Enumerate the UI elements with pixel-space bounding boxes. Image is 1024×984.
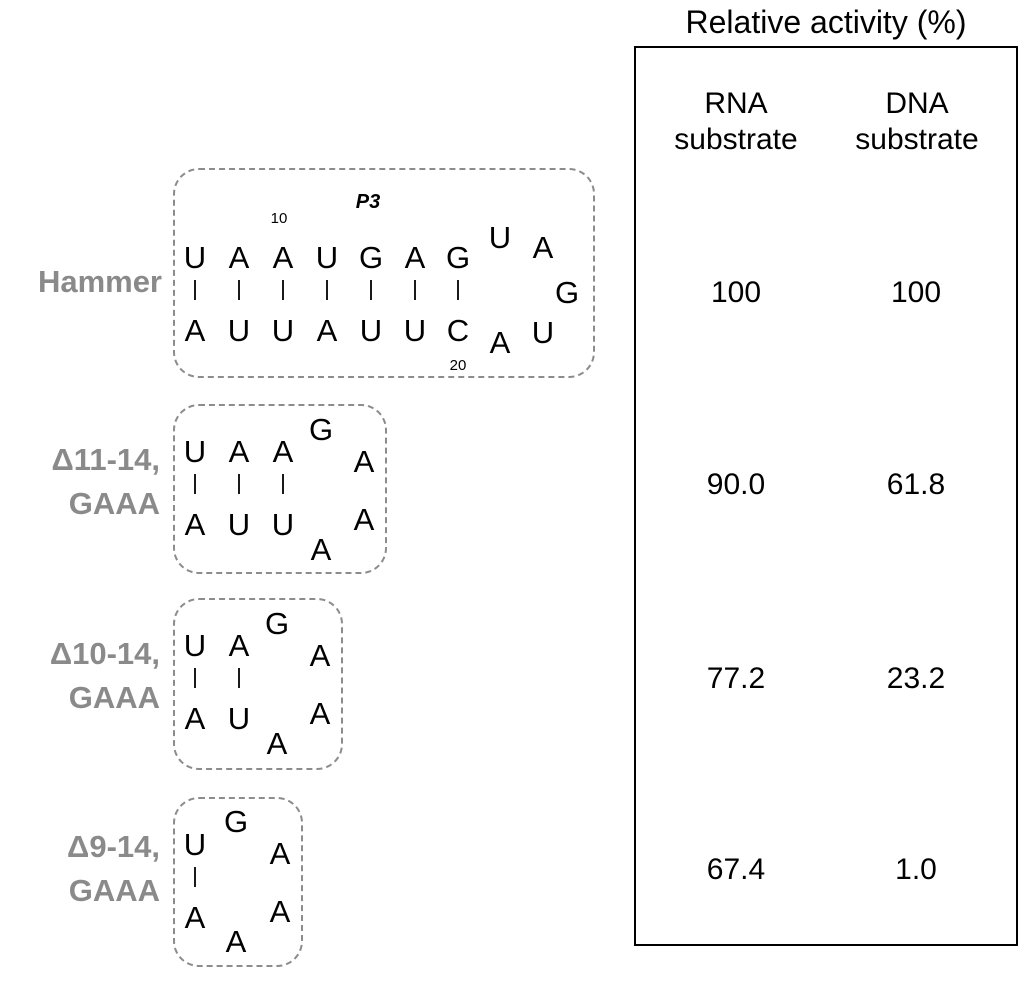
nucleotide-top: G [359, 240, 383, 275]
loop-nucleotide: G [309, 412, 333, 447]
position-label-bottom: 20 [450, 357, 467, 374]
structure-frame-hammer [173, 168, 595, 378]
nucleotide-top: U [184, 827, 206, 862]
loop-nucleotide: A [267, 726, 288, 761]
nucleotide-bottom: A [185, 900, 206, 935]
table-cell-rna: 100 [710, 276, 762, 309]
nucleotide-bottom: A [317, 313, 338, 348]
structure-frame-d11-14 [173, 404, 387, 574]
structure-d9-14: U A G A A A [184, 804, 291, 959]
loop-nucleotide: A [270, 836, 291, 871]
construct-label-line: Δ10-14, [49, 636, 160, 671]
construct-label-line: Δ11-14, [51, 442, 160, 477]
nucleotide-bottom: A [185, 313, 206, 348]
loop-nucleotide: A [270, 894, 291, 929]
construct-label-d10-14: Δ10-14, GAAA [0, 632, 160, 720]
loop-nucleotide: A [354, 444, 375, 479]
column-header-rna: RNA substrate [656, 86, 816, 158]
nucleotide-top: U [316, 240, 338, 275]
table-cell-dna: 23.2 [886, 662, 946, 695]
table-cell-dna: 100 [890, 276, 942, 309]
column-header-line: substrate [674, 123, 798, 156]
region-label-p3: P3 [356, 191, 380, 213]
structure-frame-d10-14 [173, 598, 343, 770]
structure-hammer: P3 10 20 U A A U G A G A U U A U U C U A… [184, 191, 579, 374]
nucleotide-bottom: U [360, 313, 382, 348]
nucleotide-bottom: U [228, 507, 250, 542]
structure-d11-14: U A A A U U G A A A [184, 412, 375, 567]
construct-label-line: GAAA [68, 486, 160, 521]
loop-nucleotide: A [310, 638, 331, 673]
nucleotide-bottom: U [228, 701, 250, 736]
construct-label-d11-14: Δ11-14, GAAA [0, 438, 160, 526]
nucleotide-top: A [273, 434, 294, 469]
column-header-line: RNA [704, 87, 768, 120]
nucleotide-top: G [446, 240, 470, 275]
table-title: Relative activity (%) [685, 4, 967, 40]
nucleotide-top: A [405, 240, 426, 275]
column-header-dna: DNA substrate [832, 86, 1002, 158]
construct-label-line: GAAA [68, 680, 160, 715]
nucleotide-bottom: U [404, 313, 426, 348]
table-cell-rna: 77.2 [706, 662, 766, 695]
nucleotide-top: A [229, 240, 250, 275]
nucleotide-top: A [273, 240, 294, 275]
loop-nucleotide: U [489, 220, 511, 255]
loop-nucleotide: G [224, 804, 248, 839]
loop-nucleotide: G [555, 275, 579, 310]
nucleotide-top: A [229, 628, 250, 663]
loop-nucleotide: A [533, 230, 554, 265]
loop-nucleotide: A [226, 924, 247, 959]
construct-label-line: Hammer [37, 264, 162, 299]
nucleotide-top: U [184, 240, 206, 275]
construct-label-line: GAAA [68, 873, 160, 908]
activity-table: RNA substrate DNA substrate 100 100 90.0… [634, 46, 1018, 946]
structure-d10-14: U A A U G A A A [184, 606, 331, 761]
nucleotide-bottom: A [185, 507, 206, 542]
nucleotide-bottom: C [447, 313, 469, 348]
construct-label-d9-14: Δ9-14, GAAA [0, 825, 160, 913]
structure-frame-d9-14 [173, 797, 303, 967]
table-cell-dna: 1.0 [895, 853, 937, 886]
construct-label-hammer: Hammer [0, 260, 162, 304]
table-cell-rna: 67.4 [706, 853, 766, 886]
nucleotide-top: U [184, 628, 206, 663]
construct-label-line: Δ9-14, [67, 829, 160, 864]
loop-nucleotide: A [310, 696, 331, 731]
nucleotide-bottom: A [185, 701, 206, 736]
nucleotide-top: A [229, 434, 250, 469]
position-label-top: 10 [271, 210, 288, 227]
loop-nucleotide: U [532, 315, 554, 350]
nucleotide-top: U [184, 434, 206, 469]
nucleotide-bottom: U [228, 313, 250, 348]
table-cell-dna: 61.8 [886, 468, 946, 501]
loop-nucleotide: A [311, 532, 332, 567]
nucleotide-bottom: U [272, 507, 294, 542]
loop-nucleotide: A [490, 325, 511, 360]
loop-nucleotide: A [354, 502, 375, 537]
nucleotide-bottom: U [272, 313, 294, 348]
column-header-line: DNA [885, 87, 949, 120]
loop-nucleotide: G [265, 606, 289, 641]
column-header-line: substrate [855, 123, 979, 156]
table-cell-rna: 90.0 [706, 468, 766, 501]
